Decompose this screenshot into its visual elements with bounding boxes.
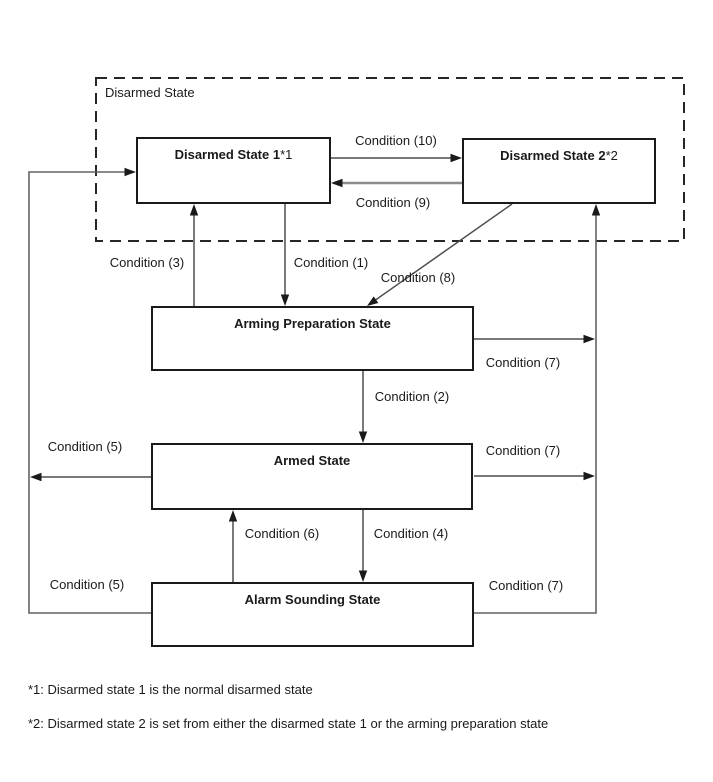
arrow-condition-2 xyxy=(358,371,368,443)
condition-label-9: Condition (9) xyxy=(355,195,431,210)
condition-label-7-middle: Condition (7) xyxy=(485,443,561,458)
state-box-arming-preparation: Arming Preparation State xyxy=(151,306,474,371)
footnote-1: *1: Disarmed state 1 is the normal disar… xyxy=(28,682,313,697)
arrow-condition-9 xyxy=(331,178,462,188)
disarmed-group-label: Disarmed State xyxy=(105,85,195,100)
rail-left-to-disarmed-1 xyxy=(28,167,151,614)
arrow-condition-5-upper xyxy=(30,472,151,482)
condition-label-5-upper: Condition (5) xyxy=(47,439,123,454)
state-box-disarmed-2: Disarmed State 2*2 xyxy=(462,138,656,204)
condition-label-1: Condition (1) xyxy=(293,255,369,270)
state-label: Disarmed State 2 xyxy=(500,148,606,163)
condition-label-5-lower: Condition (5) xyxy=(49,577,125,592)
state-label: Arming Preparation State xyxy=(234,316,391,331)
arrow-condition-7-upper xyxy=(474,334,595,344)
footnote-2: *2: Disarmed state 2 is set from either … xyxy=(28,716,549,731)
state-footnote-ref: *2 xyxy=(605,148,618,163)
arrow-condition-1 xyxy=(280,204,290,306)
state-label: Armed State xyxy=(273,453,351,468)
condition-label-8: Condition (8) xyxy=(380,270,456,285)
state-footnote-ref: *1 xyxy=(280,147,293,162)
state-box-armed: Armed State xyxy=(151,443,473,510)
rail-right-to-disarmed-2 xyxy=(474,204,601,614)
state-label: Disarmed State 1 xyxy=(174,147,281,162)
condition-label-3: Condition (3) xyxy=(109,255,185,270)
state-label: Alarm Sounding State xyxy=(244,592,381,607)
state-box-disarmed-1: Disarmed State 1*1 xyxy=(136,137,331,204)
condition-label-7-upper: Condition (7) xyxy=(485,355,561,370)
arrow-condition-7-middle xyxy=(474,471,595,481)
condition-label-4: Condition (4) xyxy=(373,526,449,541)
arrow-condition-3 xyxy=(189,204,199,306)
condition-label-6: Condition (6) xyxy=(244,526,320,541)
arrow-condition-4 xyxy=(358,510,368,582)
condition-label-2: Condition (2) xyxy=(374,389,450,404)
condition-label-10: Condition (10) xyxy=(355,133,437,148)
arrow-condition-10 xyxy=(331,153,462,163)
arrow-condition-6 xyxy=(228,510,238,582)
state-box-alarm-sounding: Alarm Sounding State xyxy=(151,582,474,647)
disarmed-group-dashed-border xyxy=(95,77,685,242)
arrow-condition-8 xyxy=(367,203,513,306)
condition-label-7-lower: Condition (7) xyxy=(488,578,564,593)
